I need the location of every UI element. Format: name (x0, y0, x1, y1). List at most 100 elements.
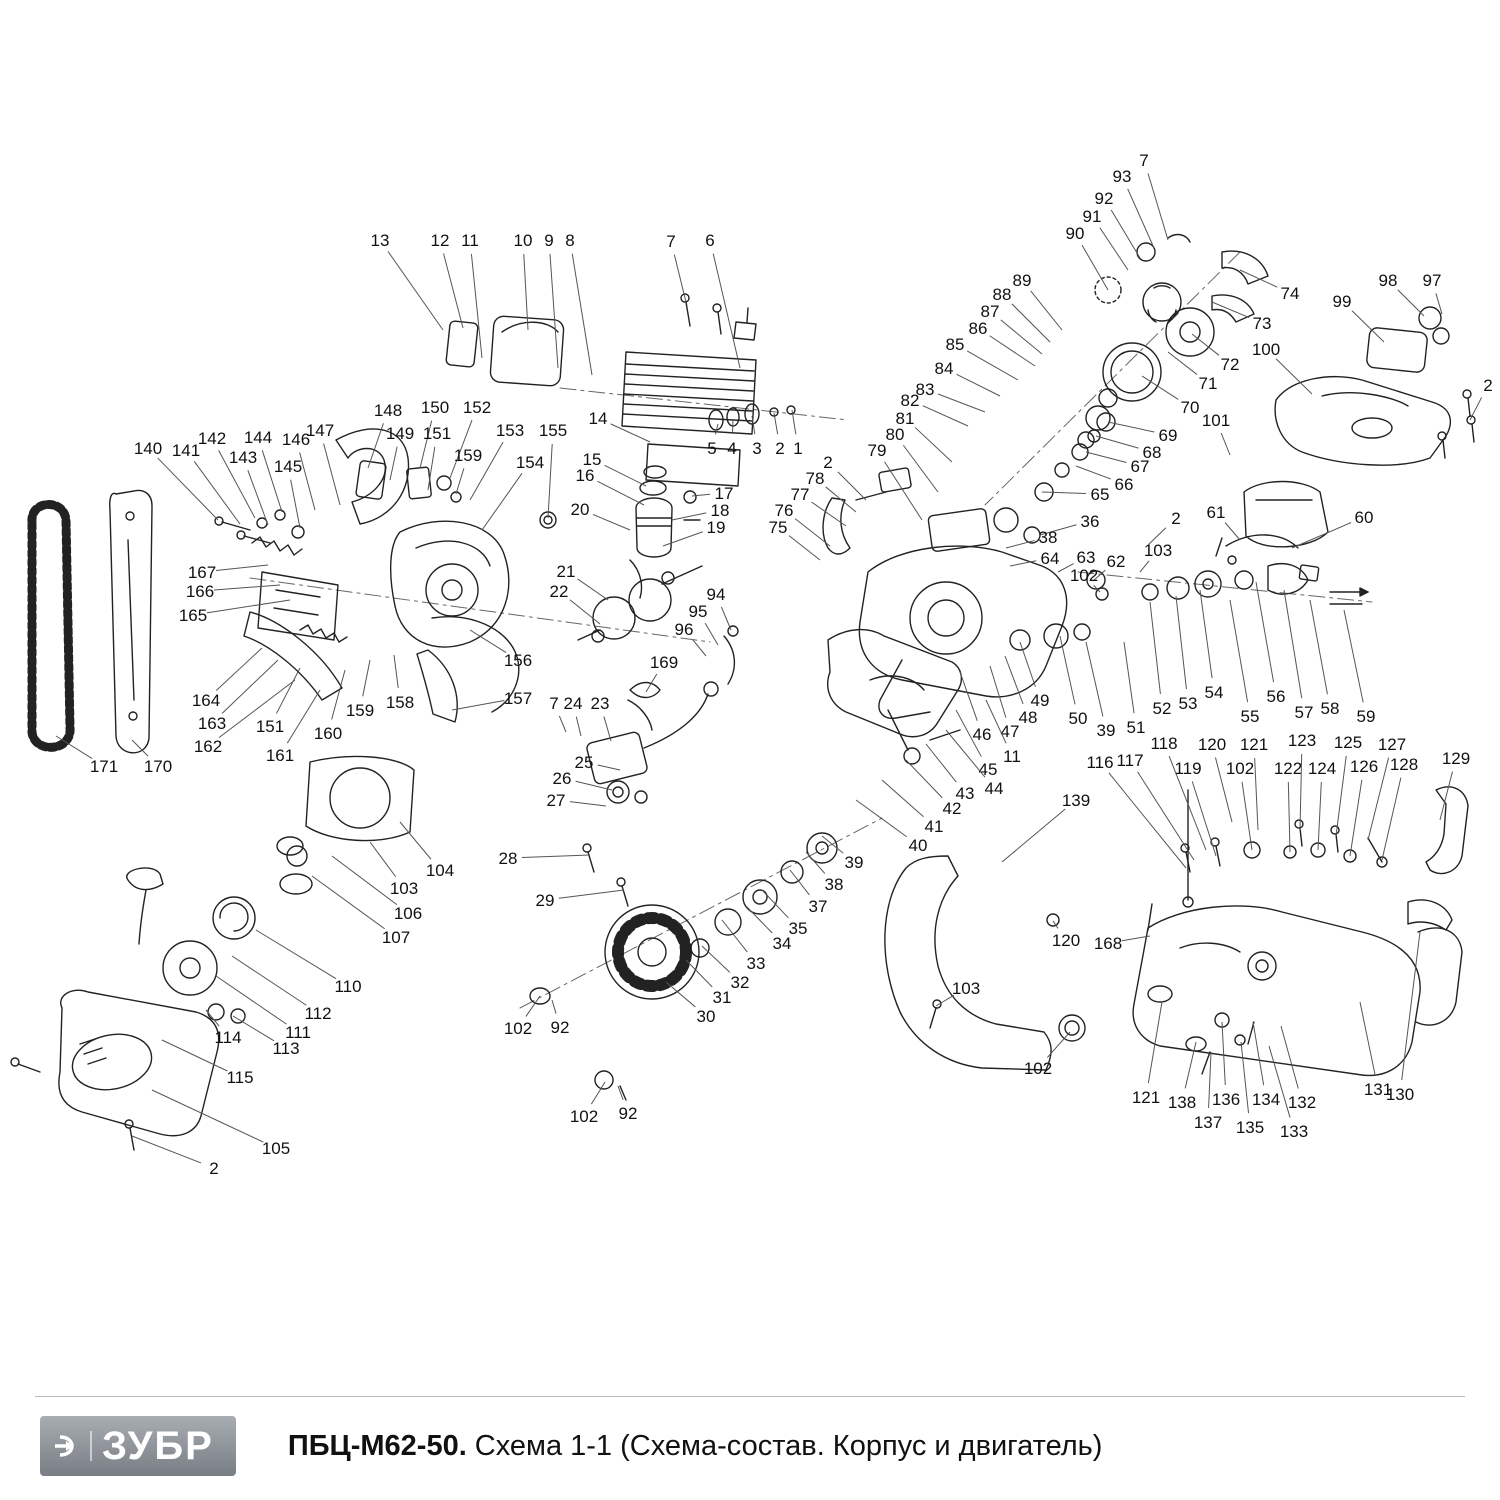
part-number-label: 150 (421, 398, 449, 417)
part-number-label: 148 (374, 401, 402, 420)
leader-line (213, 584, 281, 591)
part-number-label: 45 (979, 760, 998, 779)
leader-line (331, 669, 346, 720)
leader-line (206, 599, 291, 614)
leader-line (788, 535, 821, 561)
leader-line (1240, 1041, 1250, 1114)
leader-line (451, 700, 505, 711)
leader-line (732, 419, 734, 435)
leader-line (1121, 935, 1151, 942)
part-number-label: 81 (896, 409, 915, 428)
part-number-label: 7 (549, 694, 558, 713)
part-number-label: 103 (1144, 541, 1172, 560)
leader-line (884, 461, 923, 521)
leader-line (1004, 655, 1024, 705)
leader-line (665, 981, 696, 1008)
part-number-label: 41 (925, 817, 944, 836)
part-number-label: 86 (969, 319, 988, 338)
part-number-label: 29 (536, 891, 555, 910)
leader-line (389, 446, 398, 481)
part-number-label: 152 (463, 398, 491, 417)
part-number-label: 102 (1070, 566, 1098, 585)
leader-line (701, 945, 731, 973)
zubr-logo-text: ЗУБР (102, 1424, 214, 1468)
leader-line (157, 457, 219, 521)
part-number-label: 27 (547, 791, 566, 810)
leader-line (811, 501, 847, 527)
part-number-label: 135 (1236, 1118, 1264, 1137)
leader-line (1254, 757, 1259, 831)
leader-line (231, 955, 307, 1006)
part-number-label: 39 (1097, 721, 1116, 740)
part-number-label: 153 (496, 421, 524, 440)
part-number-label: 77 (791, 485, 810, 504)
part-number-label: 121 (1132, 1088, 1160, 1107)
part-number-label: 25 (575, 753, 594, 772)
part-number-label: 38 (825, 875, 844, 894)
part-number-label: 95 (689, 602, 708, 621)
leader-line (1001, 808, 1066, 863)
leader-line (1095, 435, 1139, 449)
part-number-label: 68 (1143, 443, 1162, 462)
leader-line (745, 905, 773, 934)
part-number-label: 99 (1333, 292, 1352, 311)
part-number-label: 110 (334, 977, 361, 996)
leader-line (925, 743, 957, 783)
part-number-label: 140 (134, 439, 162, 458)
part-number-label: 167 (188, 563, 216, 582)
part-number-label: 47 (1001, 722, 1020, 741)
leader-line (791, 409, 797, 435)
leader-line (151, 1089, 264, 1143)
assembly-axis-lines (249, 251, 1373, 1009)
part-number-label: 42 (943, 799, 962, 818)
part-number-label: 62 (1107, 552, 1126, 571)
part-number-label: 54 (1205, 683, 1224, 702)
part-number-label: 94 (707, 585, 726, 604)
part-number-label: 26 (553, 769, 572, 788)
leader-line (569, 801, 607, 807)
part-number-label: 37 (809, 897, 828, 916)
part-number-label: 90 (1066, 224, 1085, 243)
part-number-label: 61 (1207, 503, 1226, 522)
part-number-label: 97 (1423, 271, 1442, 290)
part-number-label: 76 (775, 501, 794, 520)
leader-line (1268, 1045, 1291, 1118)
leader-line (1167, 351, 1198, 375)
part-number-label: 51 (1127, 718, 1146, 737)
part-number-label: 10 (514, 231, 533, 250)
part-number-label: 32 (731, 973, 750, 992)
part-number-label: 133 (1280, 1122, 1308, 1141)
part-number-label: 120 (1198, 735, 1226, 754)
leader-line (597, 764, 621, 771)
part-number-label: 83 (916, 380, 935, 399)
part-number-label: 102 (1024, 1059, 1052, 1078)
part-number-label: 124 (1308, 759, 1336, 778)
part-number-label: 92 (619, 1104, 638, 1123)
leader-line (1275, 358, 1313, 395)
leader-line (1019, 641, 1036, 687)
part-number-label: 43 (956, 784, 975, 803)
part-number-label: 117 (1116, 751, 1143, 770)
leader-line (945, 729, 986, 778)
leader-line (1211, 301, 1250, 319)
leader-line (1359, 1001, 1376, 1076)
leader-line (469, 441, 504, 501)
part-number-label: 143 (229, 448, 257, 467)
leader-line (837, 471, 867, 501)
leader-line (523, 253, 529, 331)
leader-line (959, 671, 978, 721)
part-number-label: 147 (306, 421, 334, 440)
leader-line (1139, 560, 1150, 573)
leader-line (1208, 1051, 1212, 1109)
part-number-label: 11 (461, 231, 479, 250)
leader-line (255, 929, 337, 980)
leader-line (1123, 641, 1135, 714)
leader-line (547, 443, 553, 519)
part-number-label: 7 (666, 232, 675, 251)
diagram-line-art (10, 233, 1476, 1151)
part-number-label: 13 (371, 231, 390, 250)
part-number-label: 44 (985, 779, 1004, 798)
leader-line (985, 699, 1007, 744)
part-number-label: 138 (1168, 1093, 1196, 1112)
leader-line (1059, 635, 1076, 705)
